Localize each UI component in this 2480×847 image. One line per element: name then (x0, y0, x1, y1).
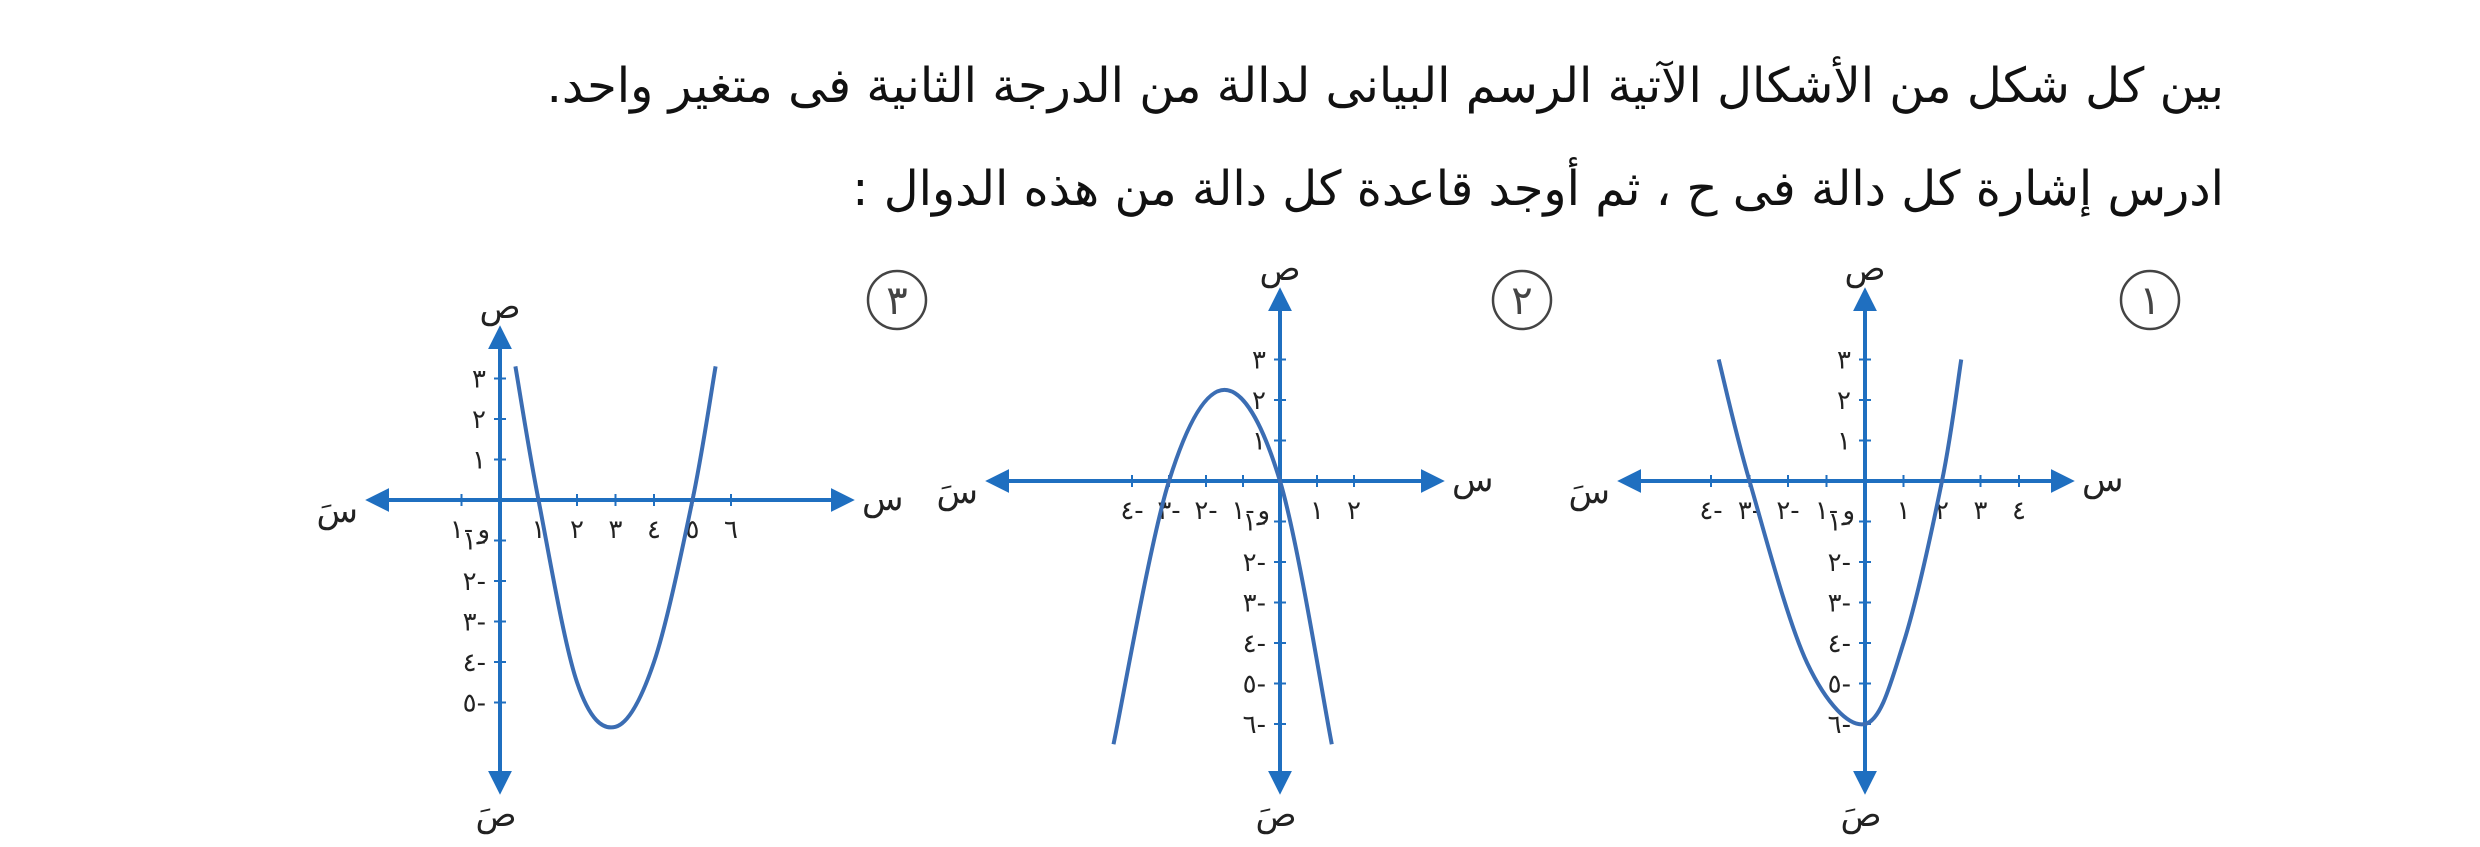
y-tick-label: ٤- (463, 648, 486, 678)
y-tick-label: ٥- (1243, 670, 1266, 700)
graph-number: ١ (2139, 278, 2160, 324)
parabola-curve (1111, 387, 1334, 745)
parabola-curve (1716, 359, 1964, 727)
x-tick-label: ٢- (1194, 496, 1217, 526)
y-tick-label: ٦- (1243, 710, 1266, 740)
graph-number-circle (2119, 269, 2181, 331)
y-tick-label: ٥- (1828, 670, 1851, 700)
y-tick-label: ١- (1243, 508, 1266, 538)
x-axis-positive-label: س (2082, 460, 2124, 500)
y-axis-positive-label: ص (479, 287, 520, 327)
x-axis-negative-label: سَ (1568, 472, 1610, 512)
y-tick-label: ٢- (1828, 548, 1851, 578)
x-tick-label: ٢- (1776, 496, 1799, 526)
y-tick-label: ٢ (1837, 386, 1851, 416)
y-axis-positive-label: ص (1844, 249, 1885, 289)
x-tick-label: ٣ (1974, 496, 1988, 526)
y-axis-negative-label: صَ (475, 795, 516, 835)
x-tick-label: ٤- (1699, 496, 1722, 526)
x-tick-label: ١ (1310, 496, 1324, 526)
y-tick-label: ٣ (472, 365, 486, 395)
y-tick-label: ٢ (1252, 386, 1266, 416)
x-tick-label: ٢ (1347, 496, 1361, 526)
x-axis-negative-label: سَ (936, 472, 978, 512)
y-axis-negative-label: صَ (1255, 795, 1296, 835)
y-tick-label: ٣- (463, 608, 486, 638)
y-tick-label: ١- (463, 527, 486, 557)
x-tick-label: ١- (1231, 496, 1254, 526)
y-tick-label: ٣- (1828, 589, 1851, 619)
origin-label: و (475, 515, 490, 545)
y-tick-label: ٣ (1252, 346, 1266, 376)
y-tick-label: ٢- (1243, 548, 1266, 578)
y-tick-label: ٢- (463, 567, 486, 597)
x-tick-label: ٢ (570, 515, 584, 545)
x-axis-negative-label: سَ (316, 491, 358, 531)
origin-label: و (1840, 496, 1855, 526)
x-axis-positive-label: س (862, 479, 904, 519)
y-axis-negative-label: صَ (1840, 795, 1881, 835)
question-line-1: بين كل شكل من الأشكال الآتية الرسم البيا… (546, 58, 2224, 114)
x-tick-label: ٤ (2012, 496, 2026, 526)
y-tick-label: ٢ (472, 405, 486, 435)
y-axis-positive-label: ص (1259, 249, 1300, 289)
graph-number: ٢ (1511, 278, 1532, 324)
x-tick-label: ٤ (647, 515, 661, 545)
graph-number-circle (1491, 269, 1553, 331)
y-tick-label: ٣- (1243, 589, 1266, 619)
question-line-2: ادرس إشارة كل دالة فى ح ، ثم أوجد قاعدة … (852, 161, 2224, 217)
graph-number: ٣ (886, 278, 907, 324)
parabola-curve (513, 366, 718, 730)
y-tick-label: ٣ (1837, 346, 1851, 376)
origin-label: و (1255, 496, 1270, 526)
x-tick-label: ٣ (609, 515, 623, 545)
x-tick-label: ١- (1815, 496, 1838, 526)
x-tick-label: ٦ (724, 515, 738, 545)
y-tick-label: ١ (1837, 427, 1851, 457)
x-tick-label: ١- (450, 515, 473, 545)
y-tick-label: ٤- (1828, 629, 1851, 659)
y-tick-label: ١- (1828, 508, 1851, 538)
y-tick-label: ٤- (1243, 629, 1266, 659)
x-axis-positive-label: س (1452, 460, 1494, 500)
y-tick-label: ٥- (463, 689, 486, 719)
x-tick-label: ٤- (1120, 496, 1143, 526)
graph-number-circle (866, 269, 928, 331)
y-tick-label: ١ (472, 446, 486, 476)
x-tick-label: ١ (1897, 496, 1911, 526)
